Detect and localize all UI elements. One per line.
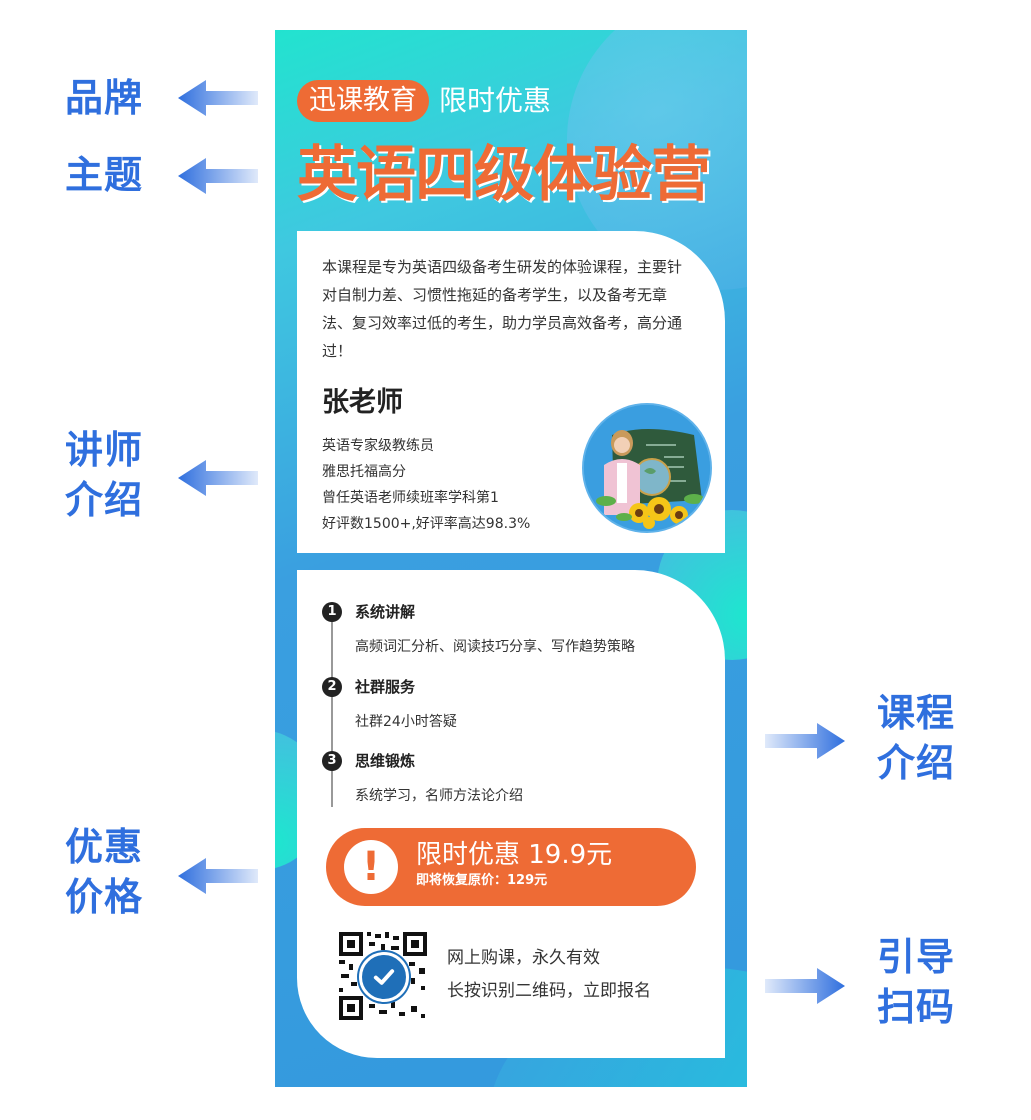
annotation-line: 扫码 [877, 985, 956, 1029]
annotation-line: 介绍 [877, 741, 956, 785]
poster-title: 英语四级体验营 [297, 140, 711, 210]
qr-code-icon[interactable] [337, 930, 429, 1022]
annotation-line: 讲师 [65, 428, 144, 472]
step-description: 高频词汇分析、阅读技巧分享、写作趋势策略 [355, 639, 635, 655]
annotation-line: 课程 [877, 691, 956, 735]
step-number-badge: 1 [322, 602, 342, 622]
poster: 迅课教育 限时优惠 英语四级体验营 本课程是专为英语四级备考生研发的体验课程，主… [275, 30, 747, 1087]
annotation-line: 优惠 [65, 825, 144, 869]
price-banner: ! 限时优惠 19.9元 即将恢复原价：129元 [326, 828, 696, 906]
step-number-badge: 2 [322, 677, 342, 697]
arrow-right-icon [765, 968, 845, 1004]
annotation-line: 引导 [877, 935, 956, 979]
promo-tag: 限时优惠 [439, 84, 552, 117]
intro-card: 本课程是专为英语四级备考生研发的体验课程，主要针对自制力差、习惯性拖延的备考学生… [297, 231, 725, 553]
annotation-scan: 引导 扫码 [877, 932, 955, 1032]
credential-item: 曾任英语老师续班率学科第1 [322, 490, 499, 506]
annotation-line: 价格 [65, 875, 144, 919]
step-description: 社群24小时答疑 [355, 714, 457, 730]
annotation-teacher: 讲师 介绍 [65, 425, 143, 525]
arrow-left-icon [178, 460, 258, 496]
course-card: 1 系统讲解 高频词汇分析、阅读技巧分享、写作趋势策略 2 社群服务 社群24小… [297, 570, 725, 1058]
arrow-left-icon [178, 80, 258, 116]
arrow-left-icon [178, 858, 258, 894]
teacher-illustration-icon [582, 403, 712, 533]
cta-text: 网上购课，永久有效 长按识别二维码，立即报名 [447, 942, 651, 1008]
cta-line: 网上购课，永久有效 [447, 948, 600, 968]
step-description: 系统学习，名师方法论介绍 [355, 788, 523, 804]
checkmark-icon [359, 952, 409, 1002]
step-number-badge: 3 [322, 751, 342, 771]
step-title: 思维锻炼 [355, 752, 416, 770]
annotation-line: 介绍 [65, 478, 144, 522]
original-price: 即将恢复原价：129元 [416, 873, 548, 888]
arrow-left-icon [178, 158, 258, 194]
annotation-theme: 主题 [65, 153, 144, 197]
teacher-name: 张老师 [322, 387, 403, 418]
teacher-credentials: 英语专家级教练员 雅思托福高分 曾任英语老师续班率学科第1 好评数1500+,好… [322, 433, 530, 537]
credential-item: 好评数1500+,好评率高达98.3% [322, 516, 531, 532]
brand-badge: 迅课教育 [297, 80, 429, 122]
timeline-line [331, 612, 333, 807]
credential-item: 雅思托福高分 [322, 464, 406, 480]
course-description: 本课程是专为英语四级备考生研发的体验课程，主要针对自制力差、习惯性拖延的备考学生… [322, 258, 683, 360]
exclamation-icon: ! [344, 840, 398, 894]
step-title: 系统讲解 [355, 603, 416, 621]
annotation-course: 课程 介绍 [877, 688, 955, 788]
promo-price: 限时优惠 19.9元 [416, 840, 613, 870]
step-title: 社群服务 [355, 678, 416, 696]
arrow-right-icon [765, 723, 845, 759]
credential-item: 英语专家级教练员 [322, 438, 434, 454]
cta-line: 长按识别二维码，立即报名 [447, 981, 651, 1001]
annotation-brand: 品牌 [65, 76, 144, 120]
annotation-price: 优惠 价格 [65, 822, 143, 922]
brand-row: 迅课教育 限时优惠 [297, 80, 551, 122]
